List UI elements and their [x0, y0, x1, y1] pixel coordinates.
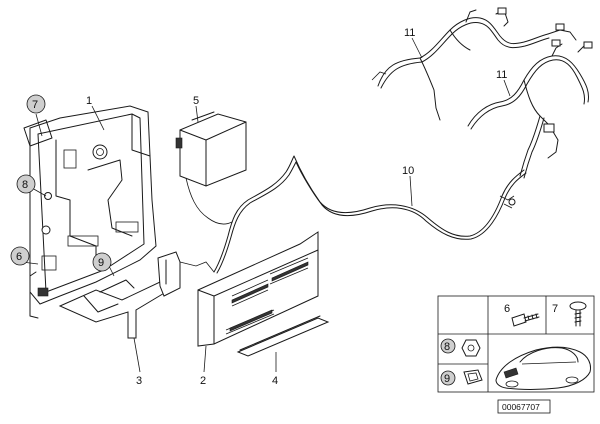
- badge-7: 7: [26, 94, 46, 114]
- wire-harness-part-11-upper: [371, 7, 577, 121]
- legend-label-9: 9: [444, 373, 450, 385]
- callout-3: 3: [136, 375, 142, 387]
- diagram-id: 00067707: [497, 399, 551, 414]
- legend-label-8: 8: [444, 341, 450, 353]
- callout-11-upper: 11: [404, 27, 415, 39]
- callout-1: 1: [86, 95, 92, 107]
- bolt-icon: [511, 313, 527, 327]
- adhesive-strip-part-4: [236, 315, 330, 357]
- badge-8: 8: [16, 174, 36, 194]
- diagram-id-text: 00067707: [502, 402, 540, 412]
- bracket-part-1: [23, 105, 215, 339]
- legend-label-6: 6: [504, 303, 510, 315]
- amplifier-module-part-5: [175, 111, 247, 225]
- clip-icon: [463, 369, 483, 385]
- callout-4: 4: [272, 375, 278, 387]
- legend-item-7: 7: [552, 301, 587, 327]
- callout-5: 5: [193, 95, 199, 107]
- badge-9: 9: [92, 252, 112, 272]
- callout-10: 10: [402, 165, 414, 177]
- svg-text:6: 6: [16, 251, 22, 263]
- legend-label-7: 7: [552, 303, 558, 315]
- callouts: 1 5 10 11 11 3 2 4 7 8 6 9: [10, 27, 507, 387]
- callout-11-lower: 11: [496, 69, 507, 81]
- svg-text:8: 8: [22, 179, 28, 191]
- callout-2: 2: [200, 375, 206, 387]
- legend-item-8: 8: [440, 338, 481, 357]
- wire-harness-part-11-lower: [467, 39, 593, 179]
- screw-icon: [569, 301, 587, 311]
- nut-icon: [461, 339, 481, 357]
- fastener-legend: 6 7 8 9: [437, 295, 595, 393]
- legend-item-9: 9: [440, 369, 483, 386]
- svg-text:9: 9: [98, 257, 104, 269]
- vehicle-location-icon: [495, 346, 591, 390]
- legend-item-6: 6: [504, 303, 540, 327]
- tuner-module-part-2: [197, 231, 319, 347]
- badge-6: 6: [10, 246, 30, 266]
- cable-part-10: [213, 155, 527, 274]
- svg-text:7: 7: [32, 99, 38, 111]
